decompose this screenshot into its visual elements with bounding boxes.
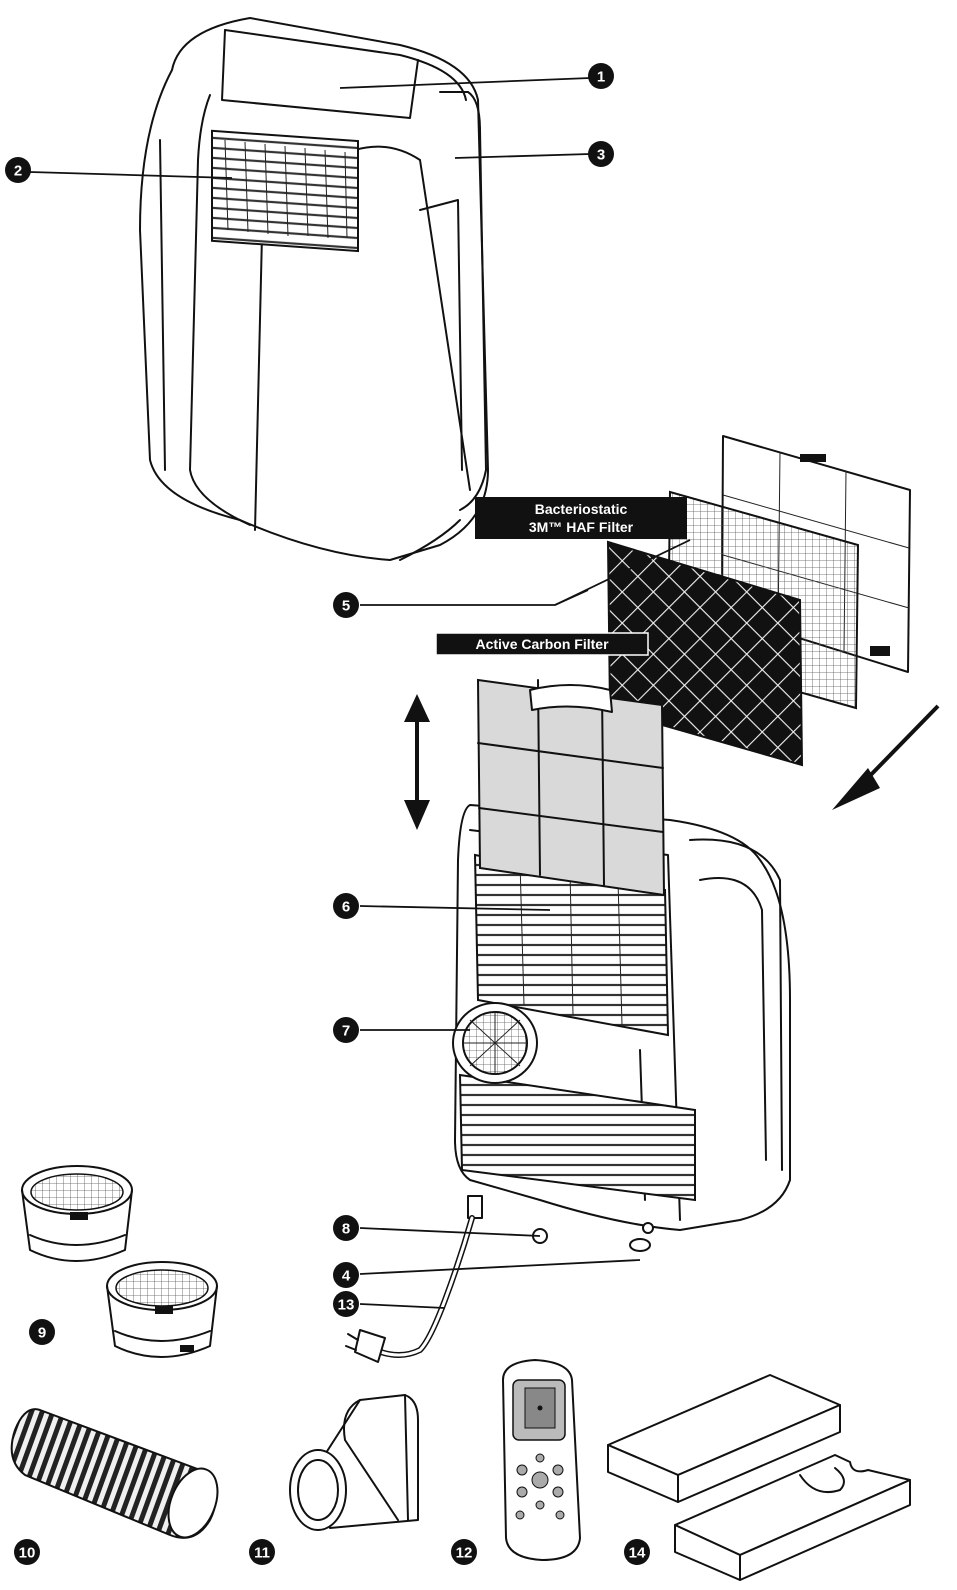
- exhaust-hose: [10, 1408, 219, 1539]
- marker-5: 5: [333, 592, 359, 618]
- svg-text:5: 5: [342, 598, 350, 615]
- marker-14: 14: [624, 1539, 650, 1565]
- svg-text:1: 1: [597, 69, 605, 86]
- svg-text:8: 8: [342, 1221, 350, 1238]
- marker-4: 4: [333, 1262, 359, 1288]
- svg-text:2: 2: [14, 163, 22, 180]
- marker-3: 3: [588, 141, 614, 167]
- svg-text:4: 4: [342, 1268, 351, 1285]
- marker-12: 12: [451, 1539, 477, 1565]
- svg-text:12: 12: [456, 1545, 473, 1562]
- marker-9: 9: [29, 1319, 55, 1345]
- power-cord: [345, 1215, 475, 1363]
- marker-2: 2: [5, 157, 31, 183]
- marker-11: 11: [249, 1539, 275, 1565]
- front-unit: [139, 17, 489, 561]
- rear-unit: [452, 804, 791, 1252]
- rear-air-filter: [476, 678, 666, 897]
- svg-text:11: 11: [254, 1545, 270, 1562]
- up-down-arrow-icon: [404, 694, 430, 830]
- carbon-filter-label: Active Carbon Filter: [435, 632, 649, 656]
- svg-text:10: 10: [19, 1545, 36, 1562]
- svg-text:13: 13: [338, 1297, 355, 1314]
- diagonal-arrow-icon: [832, 704, 940, 810]
- carbon-label-text: Active Carbon Filter: [475, 636, 609, 652]
- window-adapters: [21, 1165, 218, 1358]
- haf-label-line1: Bacteriostatic: [535, 501, 628, 517]
- leader-lines: [29, 77, 691, 1309]
- marker-6: 6: [333, 893, 359, 919]
- haf-filter-label: Bacteriostatic 3M™ HAF Filter: [475, 497, 687, 539]
- svg-text:9: 9: [38, 1325, 46, 1342]
- marker-8: 8: [333, 1215, 359, 1241]
- window-nozzle: [289, 1394, 419, 1531]
- svg-text:7: 7: [342, 1023, 350, 1040]
- marker-7: 7: [333, 1017, 359, 1043]
- marker-1: 1: [588, 63, 614, 89]
- haf-label-line2: 3M™ HAF Filter: [529, 519, 634, 535]
- svg-text:14: 14: [629, 1545, 646, 1562]
- svg-text:3: 3: [597, 147, 605, 164]
- marker-10: 10: [14, 1539, 40, 1565]
- svg-text:6: 6: [342, 899, 350, 916]
- remote-control: [502, 1359, 581, 1561]
- window-seals: [607, 1374, 911, 1581]
- marker-13: 13: [333, 1291, 359, 1317]
